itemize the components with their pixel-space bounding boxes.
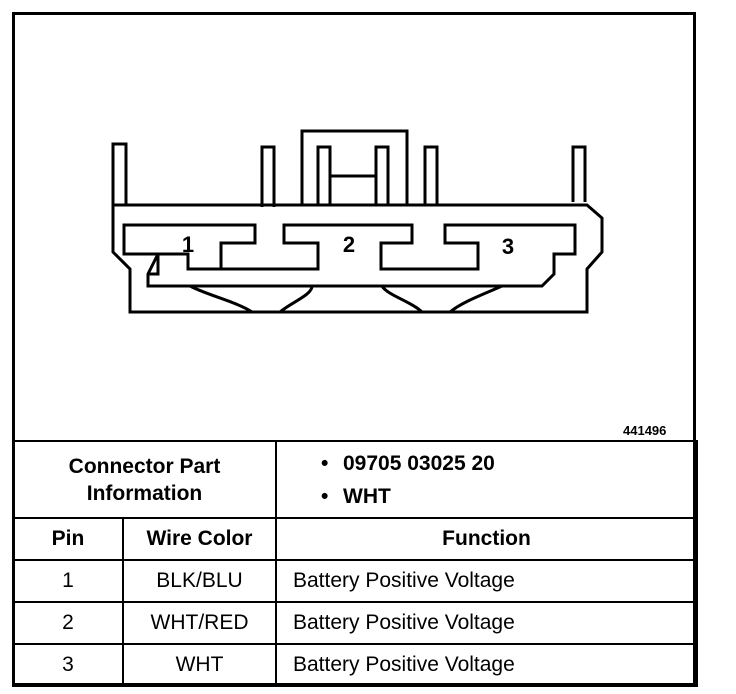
pin-label-3: 3 — [502, 234, 514, 259]
cell-function: Battery Positive Voltage — [275, 643, 698, 687]
bullet-icon: • — [321, 484, 329, 508]
connector-table: Connector Part Information • 09705 03025 … — [12, 440, 698, 687]
connector-color-text: WHT — [343, 484, 391, 508]
table-header-row: Pin Wire Color Function — [12, 517, 698, 561]
post-right — [423, 145, 439, 205]
cell-pin: 3 — [12, 643, 124, 687]
cell-pin: 1 — [12, 559, 124, 603]
cell-pin: 2 — [12, 601, 124, 645]
pin-label-1: 1 — [182, 232, 194, 257]
pin-cavity-outline — [122, 223, 577, 288]
table-row: 3 WHT Battery Positive Voltage — [12, 643, 698, 687]
connector-part-number-text: 09705 03025 20 — [343, 451, 495, 475]
cell-wire-color: WHT/RED — [122, 601, 277, 645]
right-latch-tab — [571, 145, 587, 202]
cell-function: Battery Positive Voltage — [275, 601, 698, 645]
bullet-icon: • — [321, 451, 329, 475]
table-row: 1 BLK/BLU Battery Positive Voltage — [12, 559, 698, 603]
connector-info-label-line1: Connector Part — [68, 454, 221, 478]
connector-part-number: • 09705 03025 20 — [321, 447, 696, 480]
post-left — [260, 145, 276, 207]
header-wire-color: Wire Color — [122, 517, 277, 561]
pin-label-2: 2 — [343, 232, 355, 257]
cell-function: Battery Positive Voltage — [275, 559, 698, 603]
cell-wire-color: BLK/BLU — [122, 559, 277, 603]
left-latch-tab — [111, 142, 128, 205]
connector-info-label: Connector Part Information — [12, 440, 277, 519]
figure-id: 441496 — [623, 423, 667, 438]
cell-wire-color: WHT — [122, 643, 277, 687]
connector-info-label-line2: Information — [86, 481, 203, 505]
connector-diagram: 1 2 3 — [111, 129, 604, 314]
header-pin: Pin — [12, 517, 124, 561]
bottom-lobes — [189, 284, 503, 314]
connector-color: • WHT — [321, 480, 696, 513]
table-row: 2 WHT/RED Battery Positive Voltage — [12, 601, 698, 645]
connector-info-row: Connector Part Information • 09705 03025 … — [12, 440, 698, 519]
connector-info-values: • 09705 03025 20 • WHT — [275, 440, 698, 519]
header-function: Function — [275, 517, 698, 561]
connector-body-outline — [111, 203, 604, 314]
center-lock — [300, 129, 409, 205]
